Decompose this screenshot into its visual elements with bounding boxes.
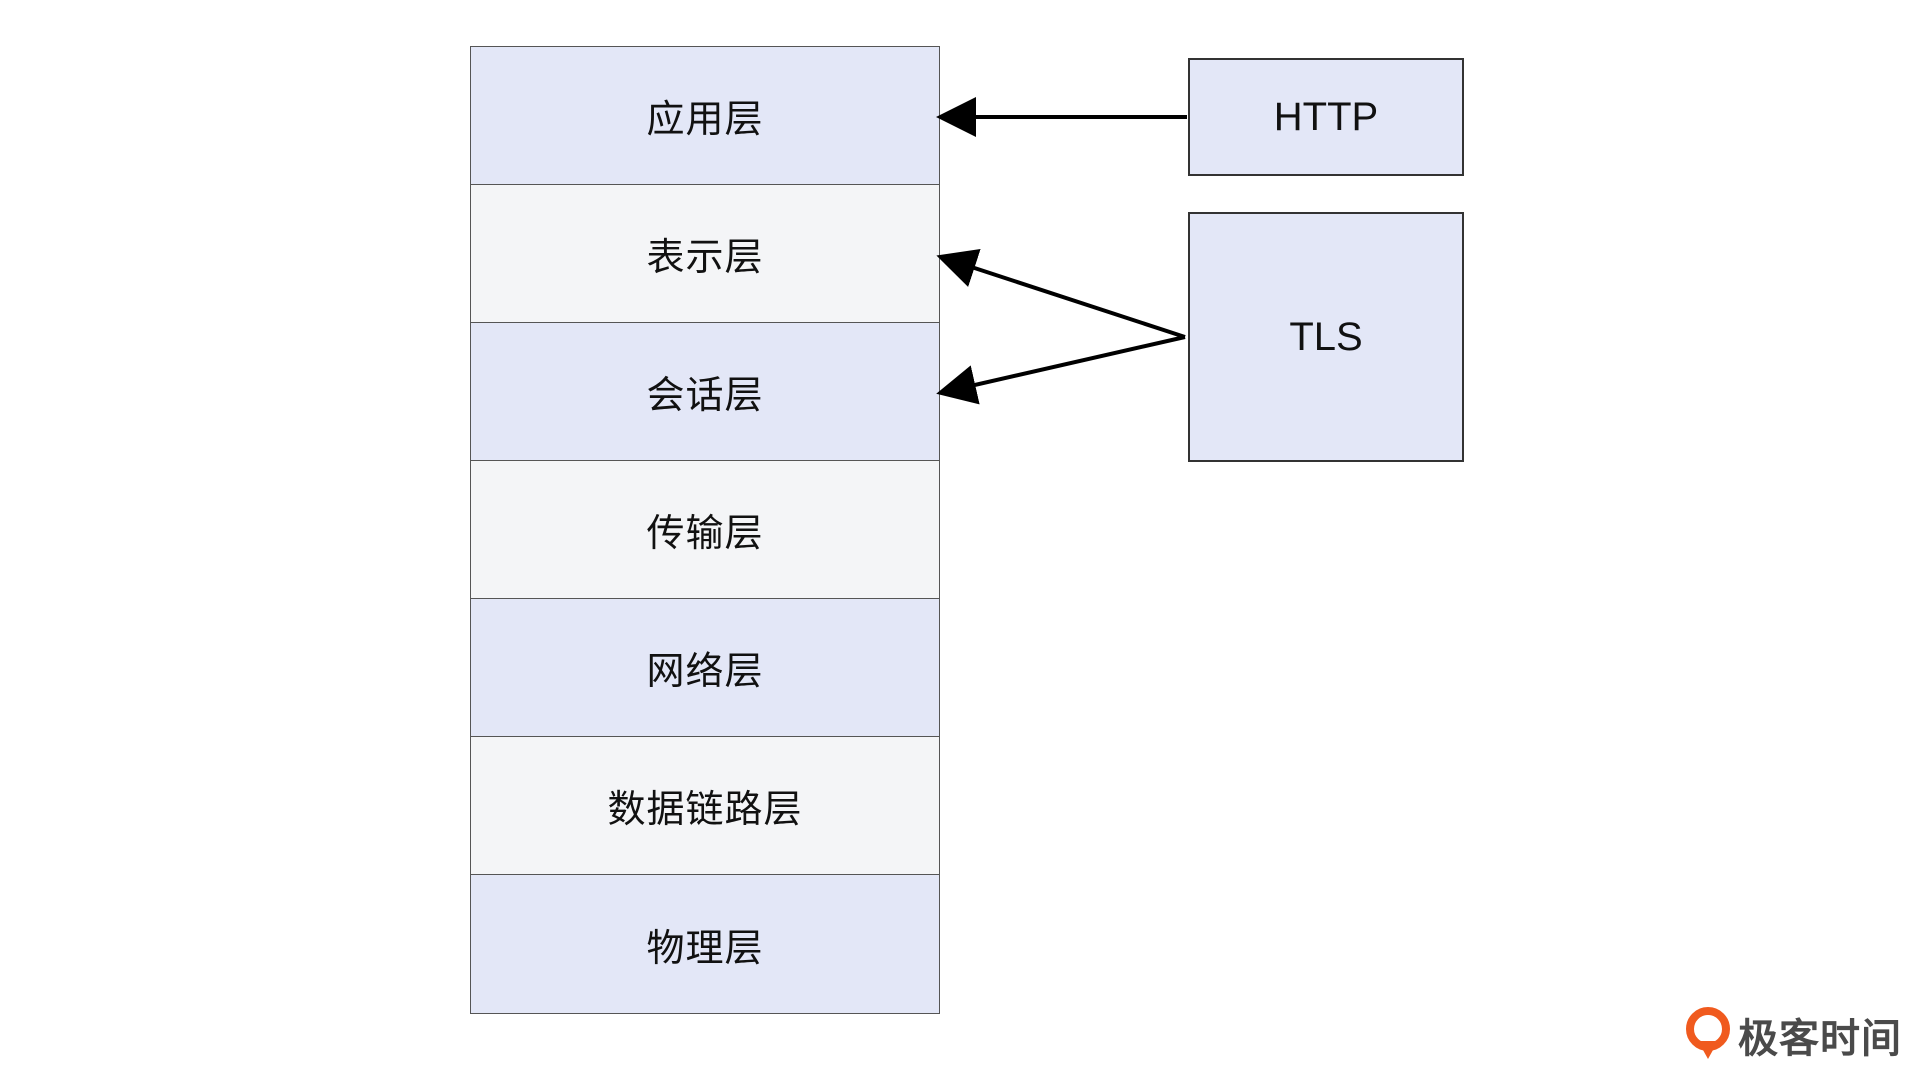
tls-protocol-box: TLS (1188, 212, 1464, 462)
layer-label: 表示层 (646, 235, 764, 279)
layer-label: 数据链路层 (607, 787, 803, 831)
tls-label: TLS (1289, 314, 1363, 359)
http-label: HTTP (1273, 94, 1379, 139)
layer-label: 物理层 (646, 925, 764, 970)
geektime-logo-icon (1686, 1007, 1730, 1059)
layer-label: 网络层 (646, 649, 764, 693)
layer-label: 应用层 (646, 97, 764, 141)
watermark-text: 极客时间 (1738, 1016, 1902, 1062)
layer-label: 传输层 (646, 511, 764, 555)
tls-to-presentation-arrow (936, 248, 1186, 339)
layer-presentation: 表示层 (471, 185, 939, 323)
layer-application: 应用层 (471, 47, 939, 185)
layer-network: 网络层 (471, 599, 939, 737)
layer-data-link: 数据链路层 (471, 737, 939, 875)
layer-physical: 物理层 (471, 875, 939, 1013)
tls-to-session-arrow (936, 335, 1186, 405)
geektime-watermark: 极客时间 (1684, 1006, 1902, 1064)
layer-session: 会话层 (471, 323, 939, 461)
layer-label: 会话层 (646, 373, 764, 417)
layer-transport: 传输层 (471, 461, 939, 599)
osi-layer-stack: 应用层 表示层 会话层 传输层 网络层 数据链路层 物理层 (470, 46, 940, 1014)
http-protocol-box: HTTP (1188, 58, 1464, 176)
